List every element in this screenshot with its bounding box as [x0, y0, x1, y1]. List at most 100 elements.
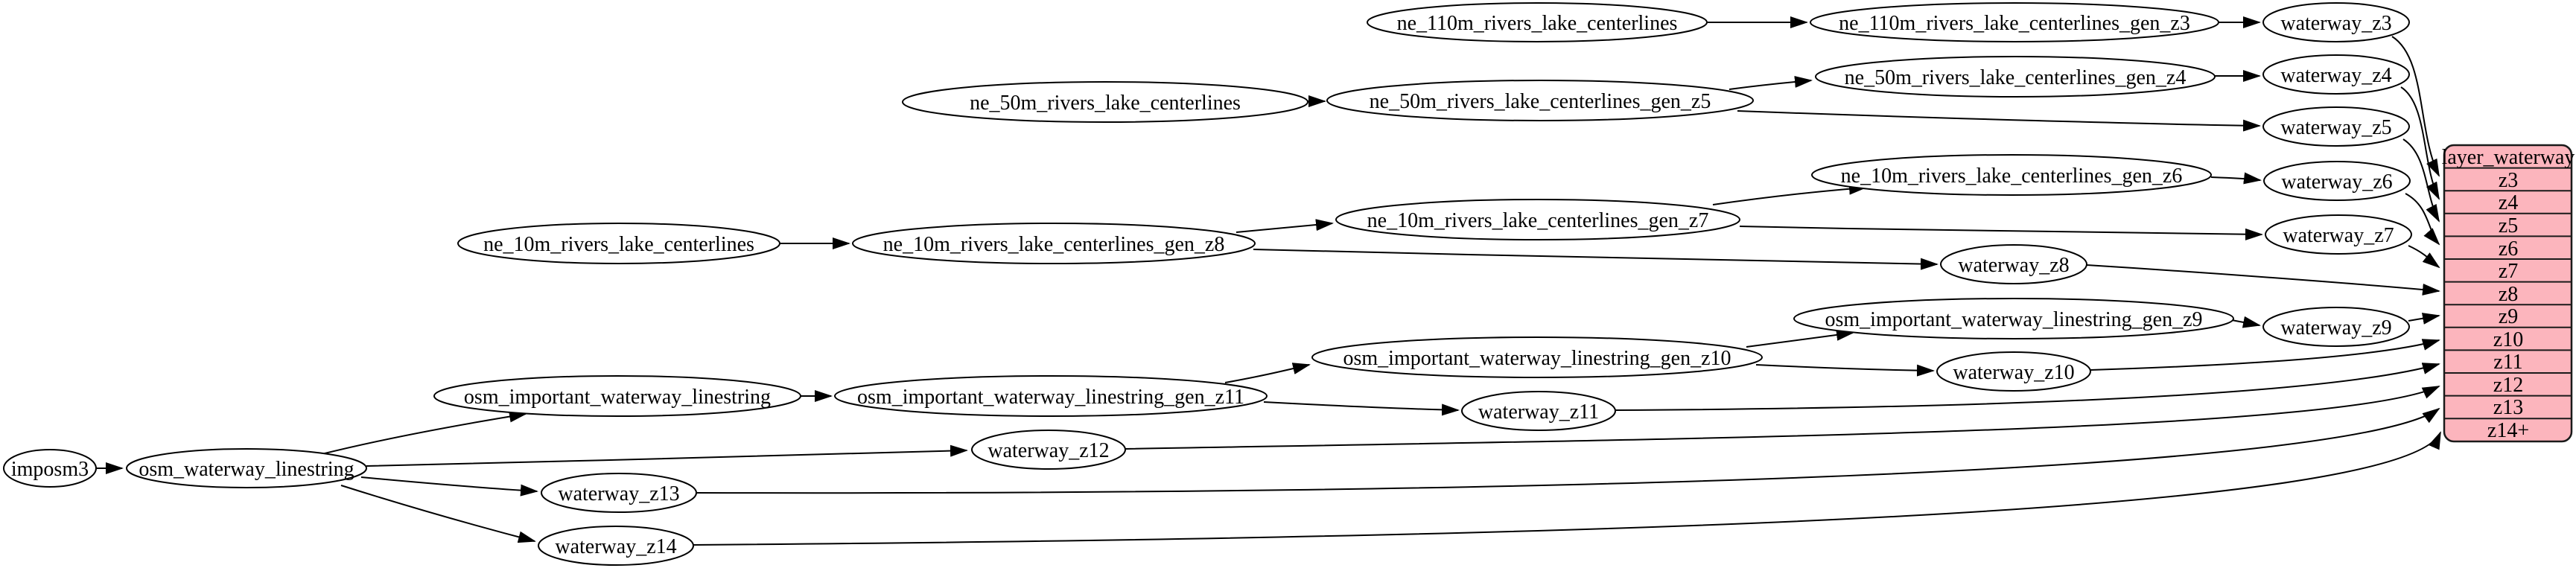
node-ellipse: [126, 448, 367, 488]
edge-waterway_z7-row_z7: [2408, 245, 2440, 269]
record-row-z10: z10: [2493, 328, 2523, 351]
node-ellipse: [433, 375, 801, 417]
node-ellipse: [1461, 391, 1616, 431]
node-label: ne_10m_rivers_lake_centerlines_gen_z8: [883, 233, 1225, 256]
edge-waterway_z12-row_z12: [1125, 386, 2440, 450]
node-ellipse: [2265, 214, 2412, 255]
edge-waterway_z14-row_z14plus: [692, 431, 2441, 546]
node-label: osm_important_waterway_linestring_gen_z9: [1825, 308, 2203, 331]
node-label: waterway_z10: [1953, 361, 2074, 384]
edge-osm_waterway_linestring-osm_important_waterway_linestring: [318, 410, 527, 456]
node-label: waterway_z4: [2280, 64, 2391, 87]
edge-waterway_z9-row_z9: [2408, 313, 2440, 325]
node-waterway_z13: waterway_z13: [541, 473, 697, 513]
node-ellipse: [902, 81, 1308, 123]
record-row-z13: z13: [2493, 396, 2523, 419]
edge-waterway_z11-row_z11: [1615, 363, 2440, 411]
node-label: ne_110m_rivers_lake_centerlines_gen_z3: [1839, 12, 2190, 35]
node-waterway_z14: waterway_z14: [538, 526, 694, 566]
node-ne_50m_rivers_lake_centerlines: ne_50m_rivers_lake_centerlines: [902, 81, 1308, 123]
node-waterway_z10: waterway_z10: [1936, 351, 2091, 392]
node-ne_10m_rivers_lake_centerlines_gen_z6: ne_10m_rivers_lake_centerlines_gen_z6: [1811, 154, 2212, 196]
node-label: waterway_z14: [555, 535, 676, 558]
record-row-z12: z12: [2493, 374, 2523, 397]
node-ellipse: [2262, 106, 2410, 147]
record-row-z11: z11: [2493, 351, 2522, 374]
record-row-z7: z7: [2499, 260, 2518, 283]
record-row-z4: z4: [2499, 191, 2518, 214]
node-label: ne_110m_rivers_lake_centerlines: [1397, 12, 1678, 35]
node-label: waterway_z5: [2280, 116, 2391, 139]
node-ne_50m_rivers_lake_centerlines_gen_z4: ne_50m_rivers_lake_centerlines_gen_z4: [1815, 56, 2216, 98]
node-waterway_z3: waterway_z3: [2262, 2, 2410, 42]
node-label: osm_waterway_linestring: [139, 458, 354, 481]
node-ellipse: [1793, 298, 2234, 339]
edge-waterway_z8-row_z8: [2086, 264, 2440, 296]
node-waterway_z11: waterway_z11: [1461, 391, 1616, 431]
edge-osm_waterway_linestring-waterway_z14: [340, 485, 536, 543]
record-row-z14plus: z14+: [2487, 419, 2529, 442]
node-osm_waterway_linestring: osm_waterway_linestring: [126, 448, 367, 488]
record-box: [2443, 144, 2573, 443]
node-label: waterway_z13: [558, 482, 679, 505]
node-ellipse: [971, 430, 1126, 470]
record-row-z5: z5: [2499, 214, 2518, 237]
node-osm_important_waterway_linestring: osm_important_waterway_linestring: [433, 375, 801, 417]
node-layer_waterway-record: layer_waterway z3 z4 z5 z6 z7 z8 z9 z10 …: [2442, 144, 2575, 443]
node-ellipse: [1815, 56, 2216, 98]
node-ne_110m_rivers_lake_centerlines: ne_110m_rivers_lake_centerlines: [1367, 2, 1708, 42]
node-label: ne_50m_rivers_lake_centerlines_gen_z5: [1370, 90, 1711, 113]
edge-waterway_z4-row_z4: [2400, 86, 2440, 200]
edge-waterway_z13-row_z13: [696, 407, 2440, 494]
node-ellipse: [2263, 161, 2411, 201]
edge-gen_z7-gen_z6: [1712, 182, 1867, 205]
record-row-z8: z8: [2499, 283, 2518, 306]
edge-gen_z7-waterway_z7: [1739, 226, 2263, 240]
edge-gen_z8-waterway_z8: [1253, 249, 1939, 270]
node-label: waterway_z12: [988, 439, 1109, 462]
edge-gen_z6-waterway_z6: [2210, 172, 2262, 185]
node-ellipse: [1335, 199, 1740, 240]
node-label: ne_50m_rivers_lake_centerlines: [970, 92, 1241, 115]
node-label: osm_important_waterway_linestring_gen_z1…: [1343, 347, 1731, 370]
node-ellipse: [1810, 2, 2219, 42]
node-waterway_z7: waterway_z7: [2265, 214, 2412, 255]
edge-gen_z10-waterway_z10: [1755, 364, 1935, 377]
node-ellipse: [852, 223, 1256, 264]
node-ellipse: [541, 473, 697, 513]
node-ellipse: [457, 223, 780, 264]
node-label: waterway_z11: [1478, 401, 1599, 424]
edge-waterway_z3-row_z3: [2391, 36, 2440, 177]
node-ne_10m_rivers_lake_centerlines: ne_10m_rivers_lake_centerlines: [457, 223, 780, 264]
node-ellipse: [2262, 2, 2410, 42]
edge-waterway_z10-row_z10: [2090, 339, 2440, 371]
node-label: waterway_z8: [1958, 254, 2069, 277]
node-waterway_z12: waterway_z12: [971, 430, 1126, 470]
record-row-z9: z9: [2499, 305, 2518, 328]
node-ellipse: [1367, 2, 1708, 42]
edge-gen_z5-gen_z4: [1729, 75, 1813, 90]
node-ne_50m_rivers_lake_centerlines_gen_z5: ne_50m_rivers_lake_centerlines_gen_z5: [1326, 80, 1754, 121]
edge-gen_z8-gen_z7: [1235, 219, 1334, 233]
record-row-z6: z6: [2499, 237, 2518, 261]
node-ellipse: [1326, 80, 1754, 121]
edge-osm_waterway_linestring-waterway_z12: [366, 444, 968, 467]
node-label: ne_10m_rivers_lake_centerlines_gen_z7: [1367, 209, 1709, 232]
node-label: osm_important_waterway_linestring_gen_z1…: [857, 386, 1244, 409]
edge-gen_z9-waterway_z9: [2231, 316, 2261, 328]
node-label: waterway_z7: [2283, 224, 2394, 247]
node-label: imposm3: [11, 458, 89, 481]
edge-waterway_z6-row_z6: [2405, 193, 2440, 246]
edge-gen_z10-gen_z9: [1746, 328, 1854, 348]
node-label: waterway_z3: [2280, 12, 2391, 35]
node-imposm3: imposm3: [3, 449, 97, 488]
record-row-separators: [2444, 167, 2572, 420]
node-ellipse: [1936, 351, 2091, 392]
edge-gen_z5-waterway_z5: [1737, 110, 2261, 132]
node-label: ne_10m_rivers_lake_centerlines_gen_z6: [1841, 165, 2183, 188]
node-osm_important_waterway_linestring_gen_z9: osm_important_waterway_linestring_gen_z9: [1793, 298, 2234, 339]
node-ellipse: [1811, 154, 2212, 196]
node-osm_important_waterway_linestring_gen_z11: osm_important_waterway_linestring_gen_z1…: [834, 375, 1268, 417]
node-osm_important_waterway_linestring_gen_z10: osm_important_waterway_linestring_gen_z1…: [1311, 336, 1763, 378]
